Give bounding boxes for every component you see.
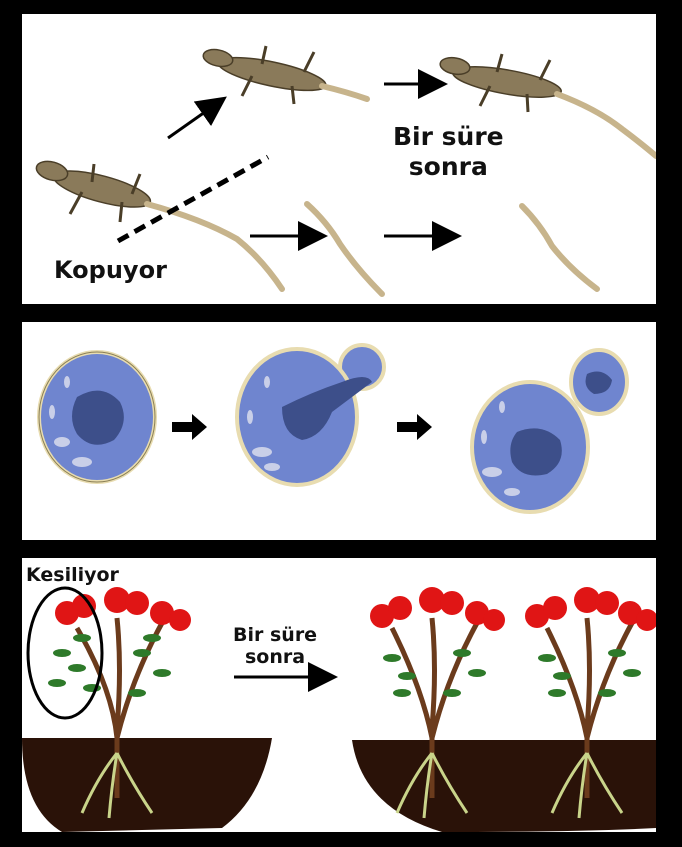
- lizard-regeneration-panel: Bir süre sonra Kopuyor: [22, 14, 656, 304]
- detached-tail-2: [522, 206, 597, 289]
- soil-left: [22, 738, 272, 832]
- break-label: Kopuyor: [54, 256, 167, 284]
- plant-illustration: [22, 558, 656, 832]
- yeast-budding-panel: [22, 322, 656, 540]
- plant-time-label-line1: Bir süre: [233, 624, 317, 646]
- plant-cutting-panel: Kesiliyor Bir süre sonra: [22, 558, 656, 832]
- tailless-lizard: [202, 46, 367, 104]
- yeast-cell-3: [472, 350, 627, 512]
- plant-time-label-line2: sonra: [233, 646, 317, 668]
- soil-right: [352, 740, 656, 832]
- detached-tail-1: [307, 204, 382, 294]
- yeast-cell-1: [39, 352, 155, 482]
- arrow-1: [172, 414, 207, 440]
- arrow-up-diagonal: [168, 100, 222, 138]
- budding-illustration: [22, 322, 656, 540]
- yeast-cell-2: [237, 345, 384, 485]
- time-label-line2: sonra: [393, 152, 504, 182]
- cut-label: Kesiliyor: [26, 564, 119, 586]
- arrow-2: [397, 414, 432, 440]
- time-label-line1: Bir süre: [393, 122, 504, 152]
